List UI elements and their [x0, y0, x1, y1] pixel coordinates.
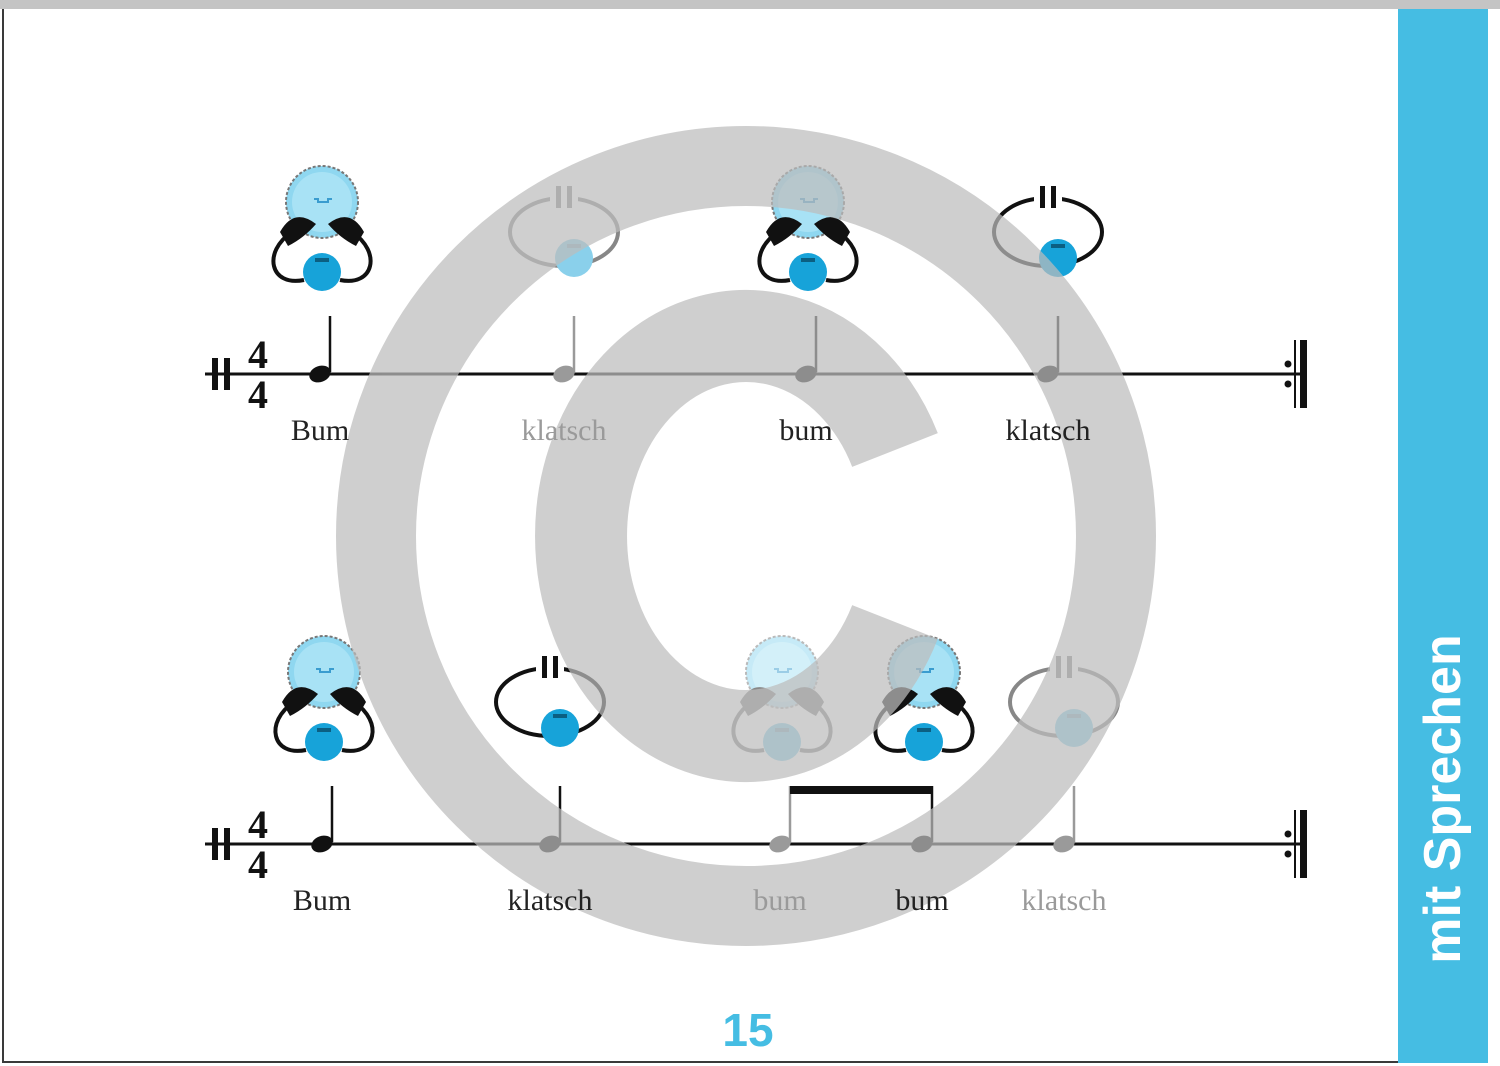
rhythm-row: 44 — [205, 634, 1307, 887]
repeat-bar-thick — [1300, 810, 1307, 878]
drum-hands-icon — [271, 164, 373, 293]
repeat-bar-thin — [1294, 810, 1296, 878]
beat-lyric: klatsch — [1005, 414, 1091, 447]
side-tab-label: mit Sprechen — [1414, 634, 1472, 964]
rhythm-row: 44 — [205, 164, 1307, 417]
drum-hands-icon — [731, 634, 833, 763]
clap-hands-icon — [494, 652, 606, 749]
time-signature-bottom: 4 — [248, 372, 268, 417]
page-number: 15 — [722, 1004, 774, 1056]
time-signature-top: 4 — [248, 332, 268, 377]
repeat-bar-thin — [1294, 340, 1296, 408]
beat-lyric: bum — [779, 414, 833, 447]
beat-lyric: Bum — [290, 414, 350, 447]
clap-hands-icon — [1008, 652, 1120, 749]
quarter-note-head — [309, 365, 331, 383]
beat-lyric: klatsch — [521, 414, 607, 447]
repeat-dot — [1284, 380, 1292, 388]
beat-lyric: Bum — [292, 884, 352, 917]
side-tab: mit Sprechen — [1398, 9, 1488, 1063]
time-signature-bottom: 4 — [248, 842, 268, 887]
drum-hands-icon — [273, 634, 375, 763]
percussion-clef — [224, 828, 230, 860]
beat-lyric: klatsch — [507, 884, 593, 917]
clap-hands-icon — [992, 182, 1104, 279]
clap-hands-icon — [508, 182, 620, 279]
repeat-dot — [1284, 850, 1292, 858]
repeat-dot — [1284, 360, 1292, 368]
eighth-note-beam — [790, 786, 932, 794]
beat-lyric: klatsch — [1021, 884, 1107, 917]
drum-hands-icon — [757, 164, 859, 293]
repeat-dot — [1284, 830, 1292, 838]
top-rule — [0, 0, 1500, 9]
drum-hands-icon — [873, 634, 975, 763]
beat-lyric: bum — [895, 884, 949, 917]
percussion-clef — [212, 358, 218, 390]
percussion-clef — [224, 358, 230, 390]
time-signature-top: 4 — [248, 802, 268, 847]
repeat-bar-thick — [1300, 340, 1307, 408]
quarter-note-head — [311, 835, 333, 853]
percussion-clef — [212, 828, 218, 860]
beat-lyric: bum — [753, 884, 807, 917]
